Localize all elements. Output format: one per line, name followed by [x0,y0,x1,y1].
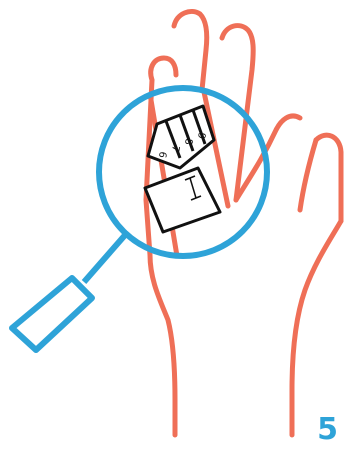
step-number: 5 [317,415,338,445]
magnifying-glass-icon [12,88,267,350]
measuring-tape-icon: 6 7 8 9 [145,106,220,232]
